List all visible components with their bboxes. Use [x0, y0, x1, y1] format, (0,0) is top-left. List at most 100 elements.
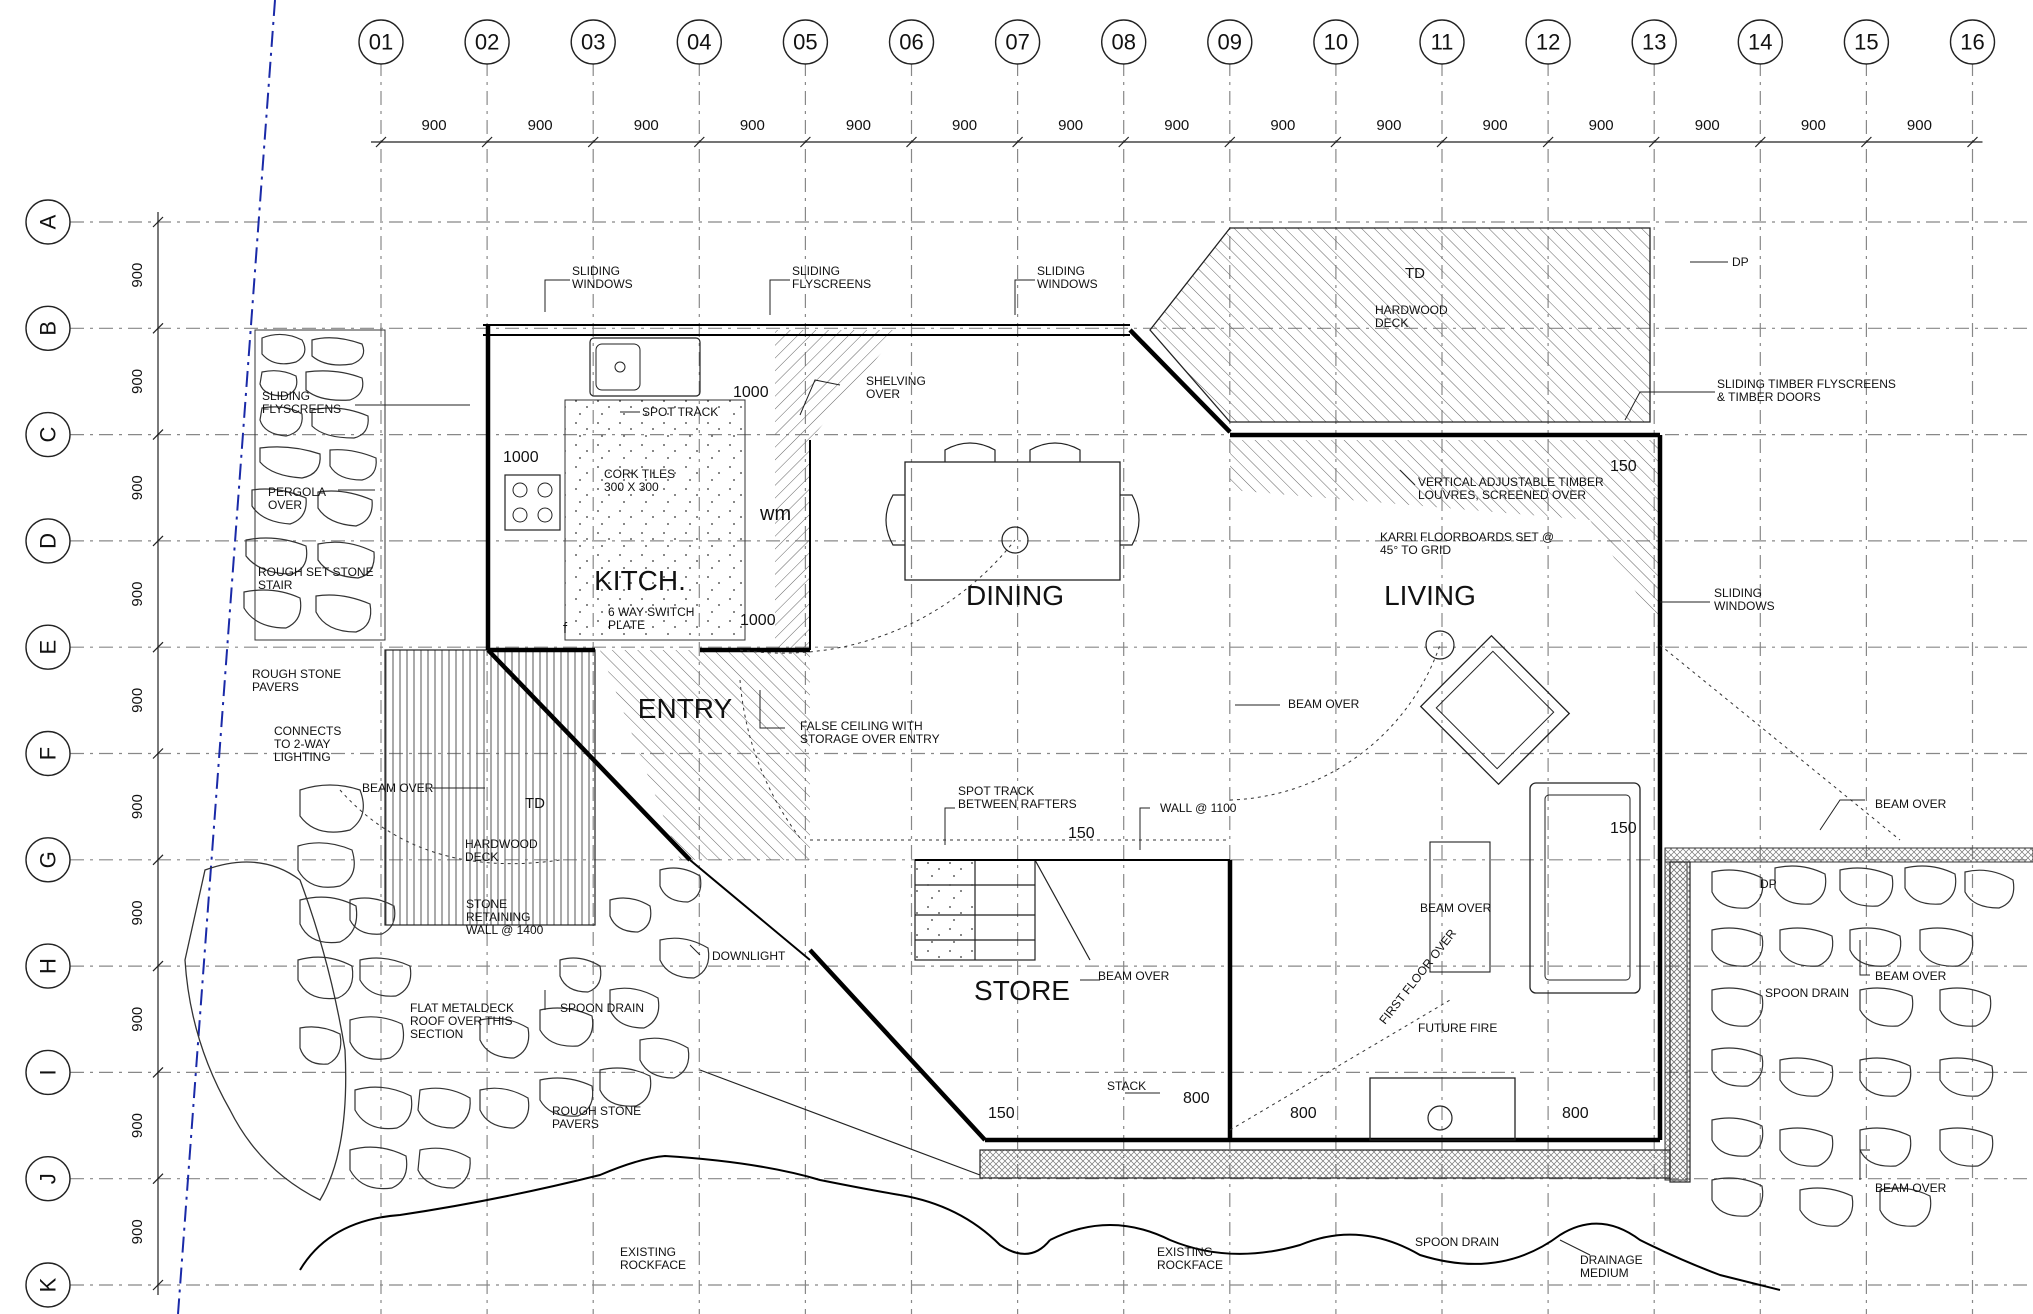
note-dp: DP: [1760, 877, 1777, 891]
note-spot-track: SPOT TRACK: [642, 405, 718, 419]
grid-bubble-col: [782, 19, 829, 65]
dim-label-col: 900: [1483, 117, 1508, 134]
grid-label-col: 06: [899, 30, 923, 55]
grid-bubble-row: [25, 518, 71, 564]
dim-label-col: 900: [1270, 117, 1295, 134]
dim-label-row: 900: [129, 263, 146, 288]
grid-label-col: 05: [793, 30, 817, 55]
dim-label-col: 900: [422, 117, 447, 134]
grid-label-row: A: [36, 214, 61, 229]
dim-label-col: 900: [1801, 117, 1826, 134]
grid-bubble-col: [1313, 19, 1359, 65]
dim-800: 800: [1183, 1090, 1210, 1107]
grid-label-row: D: [36, 533, 61, 549]
dim-label-row: 900: [129, 688, 146, 713]
sink: [589, 337, 701, 397]
grid-label-col: 07: [1005, 30, 1029, 55]
grid-bubble-col: [570, 19, 616, 65]
grid-bubble-row: [25, 1049, 71, 1096]
grid-label-row: F: [36, 747, 61, 760]
grid-label-col: 09: [1218, 30, 1242, 55]
grid-bubble-col: [464, 19, 510, 65]
note-f: f: [563, 620, 568, 637]
note-wm: wm: [759, 503, 791, 525]
note-beam-over: BEAM OVER: [362, 781, 434, 795]
grid-label-col: 11: [1431, 30, 1454, 55]
dim-label-row: 900: [129, 1007, 146, 1032]
stair: [914, 859, 1091, 961]
note-stack: STACK: [1107, 1079, 1146, 1093]
stone-pavers-lower: [297, 784, 710, 1190]
grid-bubble-row: [25, 943, 71, 989]
dim-label-col: 900: [1376, 117, 1401, 134]
dimension-strings: 900 900 900 900 900 900 900 900 900 900 900 900 900 9…: [129, 117, 1983, 1295]
grid-bubble-row: [25, 1155, 71, 1202]
grid-bubble-col: [1419, 19, 1465, 65]
grid-bubble-row: [25, 624, 71, 670]
stone-pavers-right: [1664, 847, 2033, 1227]
grid-label-col: 14: [1748, 30, 1772, 55]
walls: [483, 324, 1691, 1183]
grid-label-row: H: [36, 958, 61, 974]
grid-label-col: 04: [687, 30, 711, 55]
dim-label-row: 900: [129, 582, 146, 607]
grid-bubble-row: [25, 411, 71, 458]
cooktop: [504, 474, 561, 531]
note-beam-over: BEAM OVER: [1875, 1181, 1947, 1195]
note-beam-over: BEAM OVER: [1875, 797, 1947, 811]
note-downlight: DOWNLIGHT: [712, 949, 786, 963]
room-label-kitchen: KITCH.: [594, 565, 686, 596]
grid-label-col: 03: [581, 30, 605, 55]
grid-label-col: 12: [1536, 30, 1560, 55]
dim-label-col: 900: [846, 117, 871, 134]
grid-bubble-col: [1100, 19, 1147, 65]
grid-bubble-col: [1207, 19, 1253, 65]
room-label-living: LIVING: [1384, 580, 1476, 611]
note-spoon-drain: SPOON DRAIN: [1415, 1235, 1499, 1249]
dim-label-col: 900: [1695, 117, 1720, 134]
dim-1000: 1000: [740, 612, 776, 629]
note-first-floor-over: FIRST FLOOR OVER: [1376, 926, 1459, 1027]
living-hatch: [1230, 440, 1660, 630]
grid-bubble-row: [25, 1262, 71, 1308]
leader-lines: [338, 261, 1870, 1256]
grid-bubble-col: [1949, 19, 1996, 65]
note-beam-over: BEAM OVER: [1098, 969, 1170, 983]
dining-table: [739, 442, 1140, 839]
dim-label-col: 900: [634, 117, 659, 134]
grid-label-col: 13: [1642, 30, 1666, 55]
existing-rockface-left: [184, 861, 1781, 1291]
dim-label-col: 900: [952, 117, 977, 134]
dim-150: 150: [1068, 825, 1095, 842]
grid-bubble-row: [25, 305, 71, 351]
grid-bubble-row: [25, 730, 71, 777]
grid-bubble-col: [1525, 19, 1571, 65]
dim-label-col: 900: [740, 117, 765, 134]
grid-label-row: E: [36, 640, 61, 655]
note-wall-1100: WALL @ 1100: [1160, 801, 1237, 815]
dim-label-col: 900: [1058, 117, 1083, 134]
grid-bubble-col: [676, 19, 722, 65]
dim-800: 800: [1290, 1105, 1317, 1122]
note-karri-floorboards: KARRI FLOORBOARDS SET @45° TO GRID: [1380, 530, 1554, 557]
hardwood-deck-left: [384, 649, 596, 926]
grid-bubble-row: [25, 199, 71, 245]
dim-label-row: 900: [129, 1219, 146, 1244]
grid-label-row: J: [36, 1173, 61, 1184]
